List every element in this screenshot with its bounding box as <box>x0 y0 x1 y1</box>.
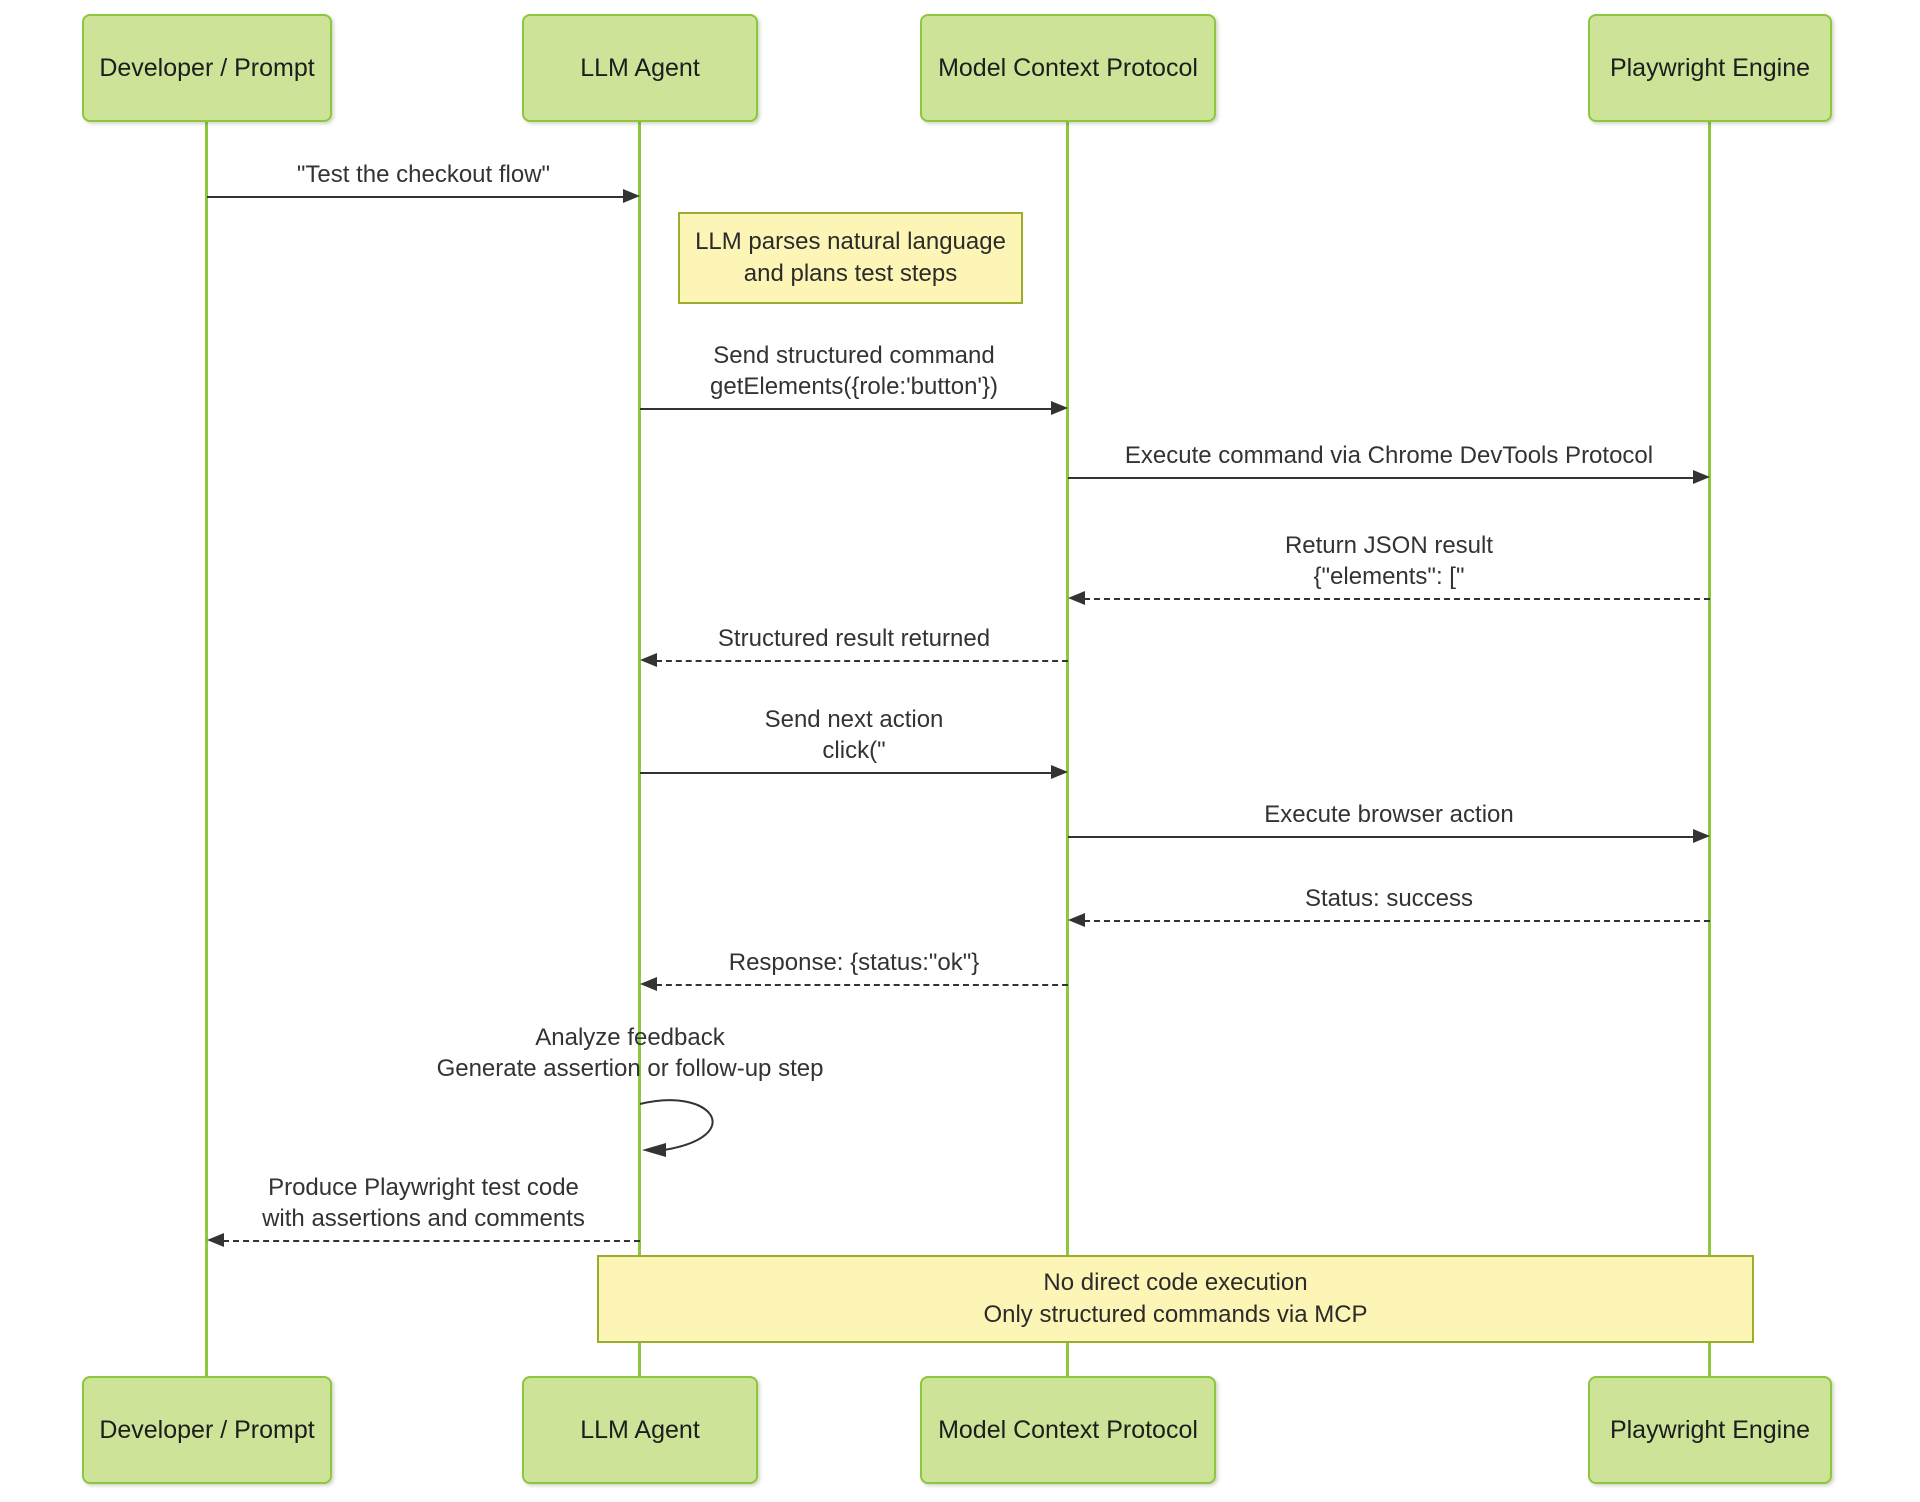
message-line <box>1084 920 1710 922</box>
message-text: Send structured command getElements({rol… <box>710 342 998 400</box>
self-loop-arrow <box>639 1099 714 1157</box>
actor-developer-bottom: Developer / Prompt <box>82 1376 332 1484</box>
arrowhead-left-icon <box>207 1233 224 1247</box>
message-line <box>1068 836 1696 838</box>
message-line <box>640 772 1054 774</box>
arrowhead-right-icon <box>1051 765 1068 779</box>
actor-label: Developer / Prompt <box>99 53 315 82</box>
lifeline-developer <box>205 122 208 1376</box>
actor-mcp-bottom: Model Context Protocol <box>920 1376 1216 1484</box>
arrowhead-right-icon <box>1693 829 1710 843</box>
arrowhead-left-icon <box>1068 591 1085 605</box>
message-line <box>1068 477 1696 479</box>
message-text: Status: success <box>1304 885 1474 912</box>
arrowhead-left-icon <box>640 653 657 667</box>
actor-playwright-top: Playwright Engine <box>1588 14 1832 122</box>
message-text: Send next action click(" <box>764 706 944 764</box>
message-line <box>640 408 1054 410</box>
actor-playwright-bottom: Playwright Engine <box>1588 1376 1832 1484</box>
actor-label: Model Context Protocol <box>938 1415 1198 1444</box>
arrowhead-left-icon <box>640 977 657 991</box>
actor-label: Playwright Engine <box>1609 1415 1811 1444</box>
arrowhead-right-icon <box>623 189 640 203</box>
actor-mcp-top: Model Context Protocol <box>920 14 1216 122</box>
arrowhead-right-icon <box>1693 470 1710 484</box>
message-text: Execute browser action <box>1264 801 1514 828</box>
lifeline-llm-agent <box>638 122 641 1376</box>
lifeline-playwright <box>1708 122 1711 1376</box>
message-line <box>223 1240 640 1242</box>
arrowhead-left-icon <box>642 1143 666 1157</box>
actor-label: Model Context Protocol <box>938 53 1198 82</box>
actor-label: LLM Agent <box>580 1415 700 1444</box>
message-line <box>656 984 1068 986</box>
message-line <box>656 660 1068 662</box>
lifeline-mcp <box>1066 122 1069 1376</box>
actor-llm-agent-top: LLM Agent <box>522 14 758 122</box>
actor-label: Playwright Engine <box>1609 53 1811 82</box>
message-text: Response: {status:"ok"} <box>728 949 980 976</box>
actor-llm-agent-bottom: LLM Agent <box>522 1376 758 1484</box>
note-llm-parses: LLM parses natural language and plans te… <box>678 212 1023 304</box>
note-no-direct-execution: No direct code execution Only structured… <box>597 1255 1754 1343</box>
actor-label: LLM Agent <box>580 53 700 82</box>
actor-label: Developer / Prompt <box>99 1415 315 1444</box>
message-text: Analyze feedback Generate assertion or f… <box>436 1024 824 1082</box>
message-text: Return JSON result {"elements": [" <box>1284 532 1494 590</box>
arrowhead-right-icon <box>1051 401 1068 415</box>
message-text: Structured result returned <box>717 625 991 652</box>
message-line <box>1084 598 1710 600</box>
message-line <box>207 196 626 198</box>
message-text: Execute command via Chrome DevTools Prot… <box>1124 442 1654 469</box>
message-text: "Test the checkout flow" <box>296 161 551 188</box>
actor-developer-top: Developer / Prompt <box>82 14 332 122</box>
arrowhead-left-icon <box>1068 913 1085 927</box>
message-text: Produce Playwright test code with assert… <box>262 1174 585 1232</box>
